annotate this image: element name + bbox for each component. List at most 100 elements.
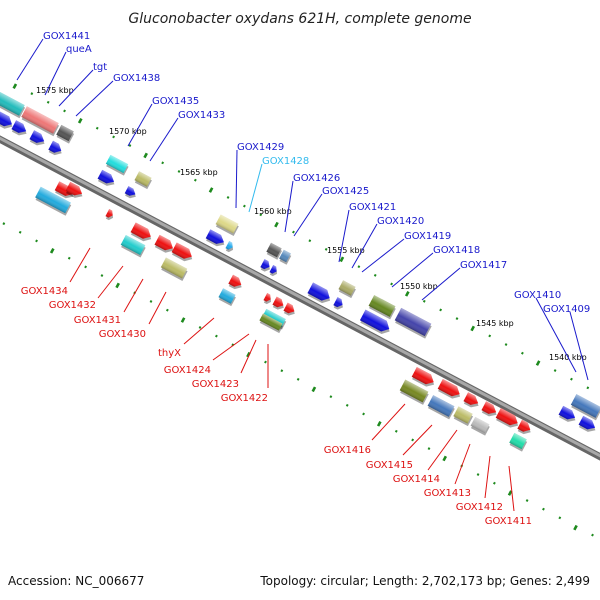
gene-arrow[interactable] <box>558 405 579 425</box>
gene-arrow[interactable] <box>463 392 482 410</box>
gene-label-gox1418[interactable]: GOX1418 <box>391 245 480 288</box>
scale-tick <box>84 265 87 269</box>
gene-arrow[interactable] <box>11 120 30 138</box>
gene-block[interactable] <box>160 257 189 281</box>
svg-text:GOX1428: GOX1428 <box>262 156 309 167</box>
gene-arrow[interactable] <box>105 209 116 221</box>
scale-tick <box>77 118 83 124</box>
svg-text:GOX1425: GOX1425 <box>322 186 369 197</box>
gene-arrow[interactable] <box>283 302 298 318</box>
gene-arrow[interactable] <box>332 297 346 311</box>
scale-tick <box>280 369 284 373</box>
gene-label-gox1429[interactable]: GOX1429 <box>235 142 284 209</box>
gene-block[interactable] <box>0 88 26 119</box>
gene-label-gox1410[interactable]: GOX1410 <box>514 290 577 373</box>
gene-arrow[interactable] <box>54 181 77 201</box>
gene-block[interactable] <box>278 249 292 265</box>
gene-label-gox1412[interactable]: GOX1412 <box>456 455 503 513</box>
gene-label-gox1409[interactable]: GOX1409 <box>543 304 590 381</box>
gene-arrow[interactable] <box>495 407 522 430</box>
gene-label-gox1435[interactable]: GOX1435 <box>127 96 199 147</box>
gene-block[interactable] <box>215 214 240 237</box>
gene-label-tgt[interactable]: tgt <box>58 62 107 107</box>
gene-arrow[interactable] <box>263 293 274 305</box>
gene-label-gox1416[interactable]: GOX1416 <box>324 403 406 456</box>
gene-block[interactable] <box>105 154 130 176</box>
gene-label-gox1424[interactable]: GOX1424 <box>164 333 250 376</box>
gene-label-gox1421[interactable]: GOX1421 <box>338 202 396 263</box>
gene-arrow[interactable] <box>227 274 245 292</box>
gene-label-gox1411[interactable]: GOX1411 <box>485 465 532 527</box>
gene-label-gox1441[interactable]: GOX1441 <box>16 31 90 81</box>
scale-tick <box>292 230 295 234</box>
gene-block[interactable] <box>570 394 600 421</box>
scale-label-1565: 1565 kbp <box>180 168 218 177</box>
gene-arrow[interactable] <box>47 140 65 158</box>
gene-label-gox1417[interactable]: GOX1417 <box>421 260 507 301</box>
gene-arrow[interactable] <box>154 234 177 256</box>
gene-block[interactable] <box>368 295 397 320</box>
gene-arrow[interactable] <box>171 242 196 264</box>
gene-label-gox1423[interactable]: GOX1423 <box>192 339 257 390</box>
gene-block[interactable] <box>399 379 430 405</box>
gene-block[interactable] <box>427 395 456 420</box>
gene-label-gox1415[interactable]: GOX1415 <box>366 424 433 471</box>
gene-label-gox1431[interactable]: GOX1431 <box>74 278 144 326</box>
gene-block[interactable] <box>452 406 474 427</box>
gene-label-gox1419[interactable]: GOX1419 <box>361 231 451 273</box>
gene-label-gox1433[interactable]: GOX1433 <box>149 110 225 162</box>
gene-block[interactable] <box>218 288 237 307</box>
scale-tick <box>439 308 443 312</box>
scale-tick <box>95 126 99 130</box>
gene-label-gox1414[interactable]: GOX1414 <box>393 429 458 485</box>
gene-label-gox1413[interactable]: GOX1413 <box>424 443 471 499</box>
gene-arrow[interactable] <box>481 401 500 419</box>
gene-block[interactable] <box>338 280 357 299</box>
gene-block[interactable] <box>134 171 153 190</box>
gene-label-gox1430[interactable]: GOX1430 <box>99 291 167 340</box>
gene-arrow[interactable] <box>359 309 393 337</box>
gene-arrow[interactable] <box>205 229 228 249</box>
scale-tick <box>259 213 263 217</box>
gene-block[interactable] <box>120 234 147 258</box>
gene-block[interactable] <box>20 106 60 137</box>
gene-label-gox1420[interactable]: GOX1420 <box>351 216 424 269</box>
gene-block[interactable] <box>258 313 283 334</box>
gene-arrow[interactable] <box>578 415 599 435</box>
gene-label-gox1432[interactable]: GOX1432 <box>49 265 124 311</box>
genome-summary-text: Topology: circular; Length: 2,702,173 bp… <box>260 574 590 588</box>
gene-arrow[interactable] <box>411 366 438 389</box>
gene-block[interactable] <box>394 307 433 339</box>
gene-arrow[interactable] <box>124 186 139 200</box>
gene-arrow[interactable] <box>0 110 16 132</box>
scale-tick <box>357 265 361 269</box>
gene-label-gox1422[interactable]: GOX1422 <box>221 344 269 404</box>
gene-arrow[interactable] <box>29 130 48 148</box>
gene-label-gox1426[interactable]: GOX1426 <box>284 173 340 233</box>
gene-block[interactable] <box>508 432 528 452</box>
gene-arrow[interactable] <box>97 169 118 189</box>
gene-label-gox1434[interactable]: GOX1434 <box>21 247 91 297</box>
gene-arrow[interactable] <box>259 259 273 273</box>
scale-tick <box>308 239 312 243</box>
svg-text:GOX1423: GOX1423 <box>192 379 239 390</box>
gene-label-gox1438[interactable]: GOX1438 <box>75 73 160 117</box>
gene-arrow[interactable] <box>437 378 464 401</box>
gene-arrow[interactable] <box>269 265 280 277</box>
gene-block[interactable] <box>265 242 283 260</box>
gene-arrow[interactable] <box>516 419 534 437</box>
gene-arrow[interactable] <box>130 222 155 244</box>
gene-label-gox1428[interactable]: GOX1428 <box>248 156 309 213</box>
gene-block[interactable] <box>34 186 72 216</box>
gene-arrow[interactable] <box>307 282 334 306</box>
gene-label-thyx[interactable]: thyX <box>158 317 215 359</box>
svg-text:GOX1435: GOX1435 <box>152 96 199 107</box>
gene-block[interactable] <box>470 416 491 436</box>
gene-label-quea[interactable]: queA <box>44 44 92 96</box>
gene-arrow[interactable] <box>65 181 86 201</box>
gene-arrow[interactable] <box>225 241 236 253</box>
gene-arrow[interactable] <box>272 296 287 312</box>
gene-block[interactable] <box>55 124 75 144</box>
gene-label-gox1425[interactable]: GOX1425 <box>293 186 369 237</box>
svg-text:GOX1411: GOX1411 <box>485 516 532 527</box>
